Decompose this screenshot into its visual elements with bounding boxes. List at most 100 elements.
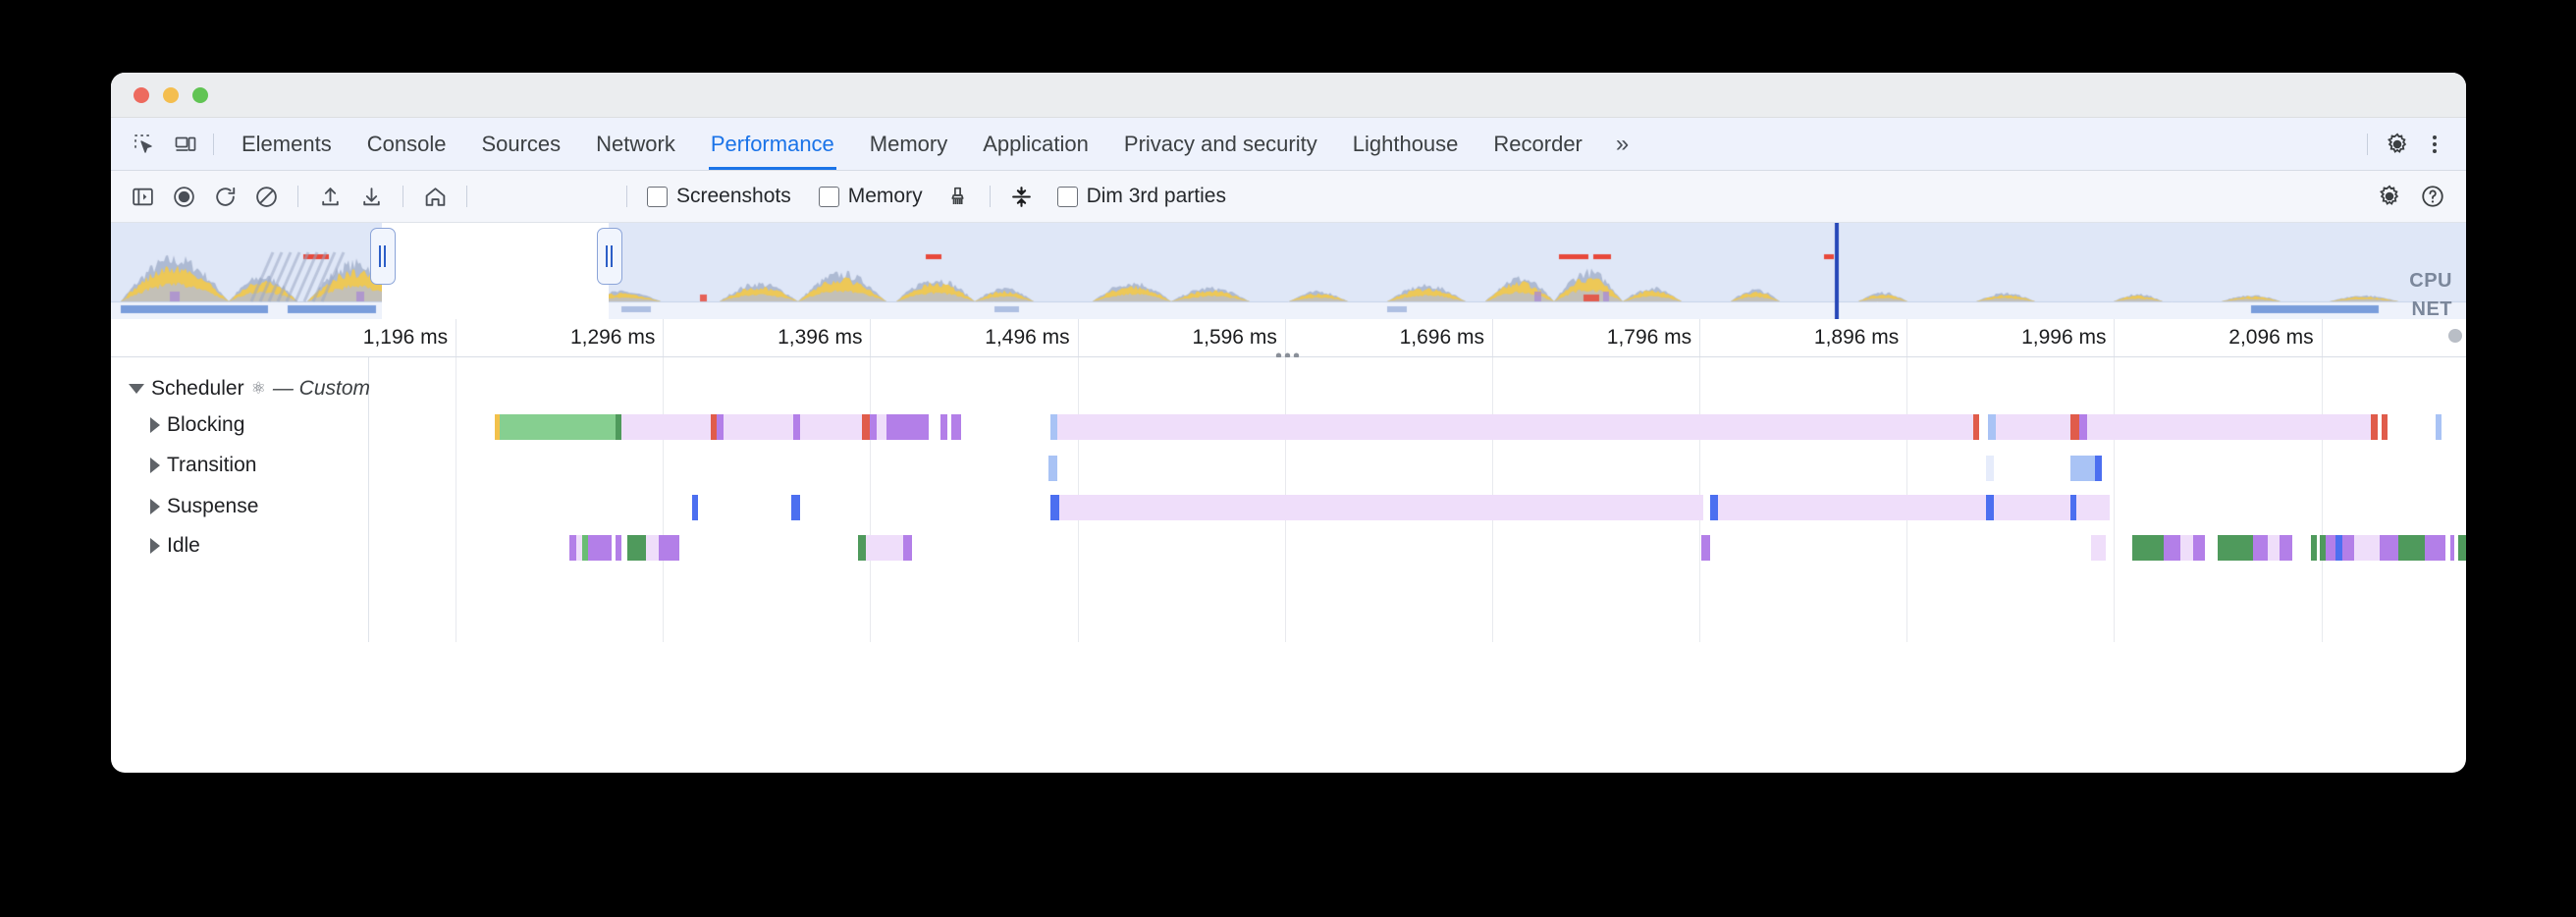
home-button[interactable] [415,179,455,214]
track-row-idle[interactable]: Idle [150,534,200,558]
reload-and-record-button[interactable] [205,179,244,214]
track-group-scheduler[interactable]: Scheduler ⚛ — Custom [129,377,370,401]
settings-gear-icon[interactable] [2380,129,2415,160]
flame-bar[interactable] [857,535,867,561]
flame-bar[interactable] [2078,414,2088,440]
flame-bar[interactable] [569,535,576,561]
flame-bar[interactable] [1985,456,1994,481]
memory-checkbox-box[interactable] [818,186,839,207]
flame-bar[interactable] [2319,535,2326,561]
toggle-sidebar-button[interactable] [123,179,162,214]
flame-bar[interactable] [799,414,863,440]
flame-bar[interactable] [2311,535,2318,561]
flame-bar[interactable] [710,414,718,440]
flame-bar[interactable] [1987,414,1997,440]
flame-bar[interactable] [1709,495,1719,520]
flame-bar[interactable] [950,414,962,440]
flame-bar[interactable] [870,414,877,440]
track-row-transition[interactable]: Transition [150,454,256,477]
flame-bar[interactable] [876,414,887,440]
device-toolbar-icon[interactable] [168,129,203,160]
flame-bar[interactable] [2070,456,2096,481]
track-row-suspense[interactable]: Suspense [150,495,258,518]
tab-sources[interactable]: Sources [463,118,578,170]
upload-profile-button[interactable] [310,179,349,214]
flame-bar[interactable] [1701,535,1710,561]
flame-bar[interactable] [2091,535,2107,561]
flame-bar[interactable] [621,414,711,440]
flame-bar[interactable] [646,535,660,561]
overview-selection-right-handle[interactable] [596,228,622,285]
flame-bar[interactable] [886,414,929,440]
chevron-right-icon[interactable] [150,458,160,473]
chevron-right-icon[interactable] [150,499,160,514]
flame-bar[interactable] [2397,535,2426,561]
flame-bar[interactable] [588,535,612,561]
record-button[interactable] [164,179,203,214]
tab-console[interactable]: Console [349,118,464,170]
dim-3rd-parties-checkbox[interactable]: Dim 3rd parties [1046,185,1238,208]
flame-bar[interactable] [1718,495,2111,520]
tab-lighthouse[interactable]: Lighthouse [1335,118,1476,170]
tab-privacy-and-security[interactable]: Privacy and security [1106,118,1335,170]
flame-bar[interactable] [1056,414,1973,440]
tab-recorder[interactable]: Recorder [1476,118,1599,170]
flame-bar[interactable] [1972,414,1980,440]
flame-bar[interactable] [2335,535,2342,561]
collapse-tracks-icon[interactable] [1002,179,1042,214]
flame-bar[interactable] [691,495,699,520]
capture-settings-icon[interactable] [2370,179,2409,214]
flame-bar[interactable] [2070,414,2079,440]
flame-bar[interactable] [1048,456,1057,481]
chevron-down-icon[interactable] [129,384,144,394]
more-options-icon[interactable] [2417,129,2452,160]
minimize-window-button[interactable] [163,87,179,103]
flame-bar[interactable] [2371,414,2378,440]
flame-bar[interactable] [499,414,616,440]
flame-bar[interactable] [495,414,500,440]
maximize-window-button[interactable] [192,87,208,103]
flame-bar[interactable] [659,535,680,561]
flame-bar[interactable] [2218,535,2253,561]
memory-checkbox[interactable]: Memory [807,185,935,208]
help-icon[interactable] [2413,179,2452,214]
flame-bar[interactable] [791,495,800,520]
flame-bar[interactable] [1996,414,2071,440]
flame-bar[interactable] [1050,414,1057,440]
flame-bar[interactable] [615,414,622,440]
screenshots-checkbox-box[interactable] [647,186,668,207]
close-window-button[interactable] [134,87,149,103]
flame-bar[interactable] [793,414,800,440]
flame-bar[interactable] [581,535,589,561]
tab-elements[interactable]: Elements [224,118,349,170]
flame-bar[interactable] [2095,456,2102,481]
flame-bar[interactable] [2252,535,2268,561]
flame-bar[interactable] [866,535,904,561]
timeline-overview[interactable]: 996 ms1,996 ms2,996 ms3,996 ms4,996 ms5,… [111,223,2466,319]
flame-bar[interactable] [2381,414,2388,440]
flame-bar[interactable] [1703,495,1710,520]
tab-network[interactable]: Network [578,118,693,170]
overview-selection-left-handle[interactable] [369,228,396,285]
dim-3rd-parties-checkbox-box[interactable] [1056,186,1078,207]
chevron-right-icon[interactable] [150,538,160,554]
track-row-blocking[interactable]: Blocking [150,413,244,437]
flame-bar[interactable] [940,414,947,440]
flame-bar[interactable] [2354,535,2380,561]
flame-bar[interactable] [2180,535,2193,561]
flame-bar[interactable] [2325,535,2336,561]
tab-performance[interactable]: Performance [693,118,852,170]
flame-bar[interactable] [2449,535,2454,561]
screenshots-checkbox[interactable]: Screenshots [635,185,803,208]
flame-bar[interactable] [2435,414,2442,440]
collect-garbage-icon[interactable] [939,179,978,214]
flame-bar[interactable] [2192,535,2206,561]
flame-bar[interactable] [2425,535,2446,561]
flame-bar[interactable] [717,414,724,440]
flame-bar[interactable] [2267,535,2281,561]
download-profile-button[interactable] [351,179,391,214]
flame-bar[interactable] [2070,495,2077,520]
flame-bar[interactable] [862,414,871,440]
chevron-right-icon[interactable] [150,417,160,433]
